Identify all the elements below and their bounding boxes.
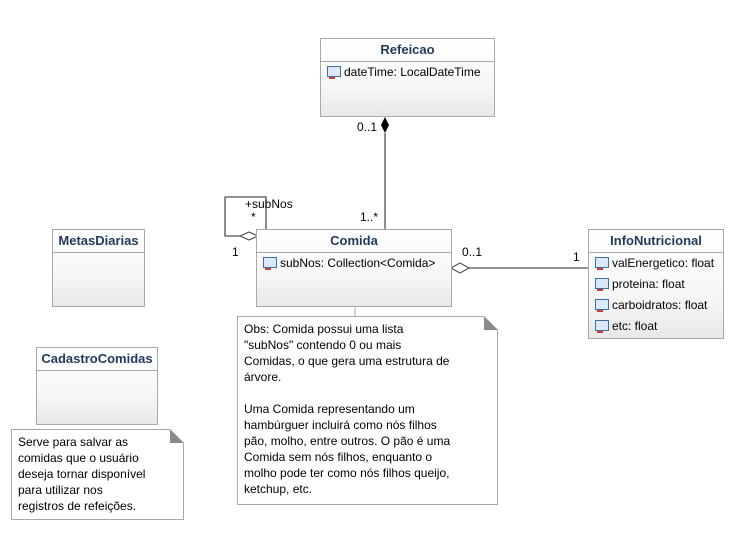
attribute-text: etc: float [612, 319, 658, 333]
attribute-text: proteina: float [612, 277, 685, 291]
note-comida[interactable]: Obs: Comida possui uma lista "subNos" co… [237, 316, 498, 505]
note-cadastro-text: Serve para salvar as comidas que o usuár… [18, 435, 146, 513]
class-infonutricional[interactable]: InfoNutricional valEnergetico: float pro… [588, 229, 724, 339]
multiplicity-info-right: 1 [573, 250, 580, 264]
class-refeicao[interactable]: Refeicao dateTime: LocalDateTime [320, 38, 495, 117]
attribute-text: subNos: Collection<Comida> [280, 256, 436, 270]
class-infonutricional-name: InfoNutricional [589, 230, 723, 253]
class-cadastrocomidas-name: CadastroComidas [37, 348, 157, 371]
class-comida-name: Comida [257, 230, 451, 253]
attribute-icon [595, 299, 609, 313]
attribute-icon [595, 257, 609, 271]
attribute-text: valEnergetico: float [612, 256, 715, 270]
multiplicity-self-star: * [251, 210, 256, 224]
class-comida[interactable]: Comida subNos: Collection<Comida> [256, 229, 452, 307]
attribute-row: subNos: Collection<Comida> [257, 253, 451, 274]
attribute-icon [595, 320, 609, 334]
self-association-loop [224, 196, 267, 237]
attribute-text: dateTime: LocalDateTime [344, 65, 481, 79]
multiplicity-refeicao: 0..1 [357, 120, 378, 134]
multiplicity-info-left: 0..1 [462, 245, 483, 259]
composition-diamond [381, 117, 389, 133]
multiplicity-comida: 1..* [360, 210, 379, 224]
note-comida-text: Obs: Comida possui uma lista "subNos" co… [244, 322, 451, 496]
class-metasdiarias-name: MetasDiarias [53, 230, 144, 253]
attribute-icon [595, 278, 609, 292]
multiplicity-self-one: 1 [232, 245, 239, 259]
attribute-text: carboidratos: float [612, 298, 708, 312]
attribute-row: etc: float [589, 316, 723, 337]
attribute-icon [263, 257, 277, 271]
attribute-row: valEnergetico: float [589, 253, 723, 274]
note-cadastro[interactable]: Serve para salvar as comidas que o usuár… [11, 429, 184, 520]
note-fold-icon [170, 429, 184, 443]
attribute-row: proteina: float [589, 274, 723, 295]
aggregation-diamond [449, 262, 471, 274]
note-fold-icon [484, 316, 498, 330]
class-metasdiarias[interactable]: MetasDiarias [52, 229, 145, 307]
class-refeicao-name: Refeicao [321, 39, 494, 62]
attribute-row: carboidratos: float [589, 295, 723, 316]
attribute-row: dateTime: LocalDateTime [321, 62, 494, 83]
attribute-icon [327, 66, 341, 80]
class-cadastrocomidas[interactable]: CadastroComidas [36, 347, 158, 425]
role-subnos: +subNos [245, 197, 293, 211]
